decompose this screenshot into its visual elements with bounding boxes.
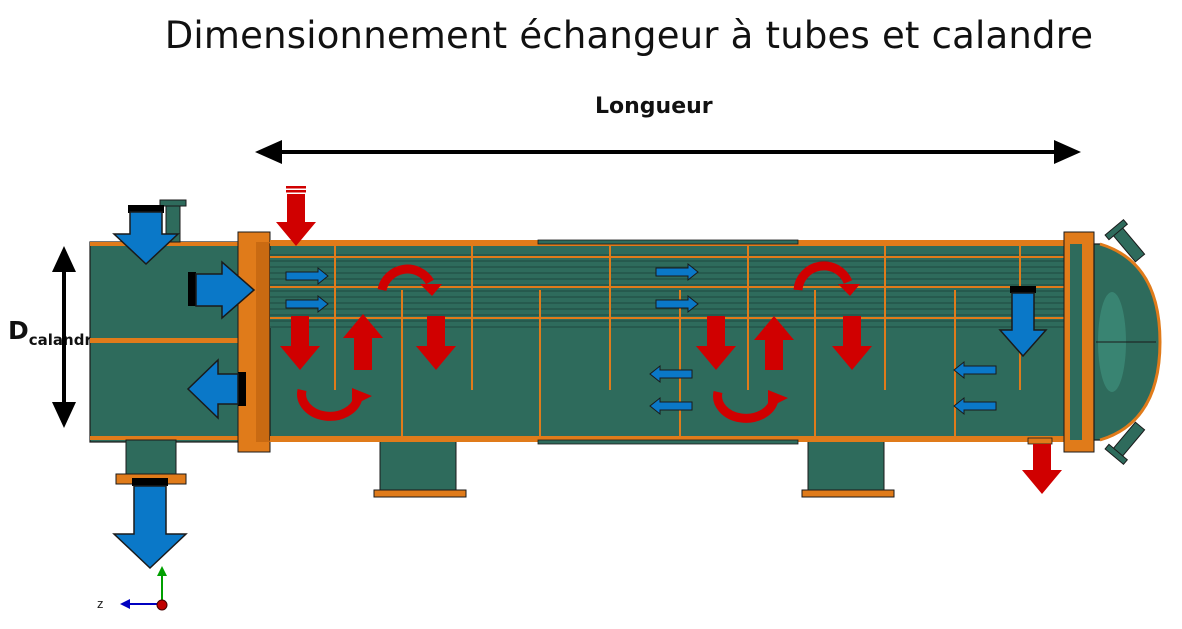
tube-side-outlet-arrow	[112, 478, 188, 570]
shell-side-down-arrows	[280, 316, 872, 370]
tube-bundle	[270, 250, 1070, 328]
diameter-dimension-arrow	[52, 246, 76, 428]
pass-partition-plate	[90, 338, 240, 343]
coordinate-axes-icon	[120, 566, 168, 611]
length-label: Longueur	[595, 94, 713, 119]
rear-dished-head	[1093, 218, 1162, 466]
baffles	[334, 246, 1021, 436]
tube-side-pass1-arrow	[188, 260, 256, 320]
shell-side-up-arrows	[343, 314, 794, 370]
front-tubesheet	[256, 242, 270, 442]
saddle-support-left	[373, 439, 467, 498]
tube-side-inlet-arrow	[112, 205, 180, 266]
shell-side-turn-arrowheads	[352, 284, 860, 408]
tube-side-rear-turn-arrow	[998, 286, 1048, 358]
diameter-symbol: D	[8, 316, 29, 345]
length-dimension-arrow	[255, 140, 1081, 164]
page-title: Dimensionnement échangeur à tubes et cal…	[164, 14, 1094, 57]
tube-flow-arrows	[285, 262, 997, 416]
rear-tubesheet	[1070, 244, 1082, 440]
shell-outlet-nozzle	[1027, 437, 1053, 445]
tube-side-return-arrow	[186, 358, 246, 420]
z-axis-label: z	[97, 596, 104, 611]
shell-side-turn-arrows	[297, 261, 853, 423]
shell-side-inlet-arrow	[276, 186, 316, 246]
shell-side-outlet-arrow	[1022, 444, 1062, 494]
saddle-support-right	[801, 439, 895, 498]
